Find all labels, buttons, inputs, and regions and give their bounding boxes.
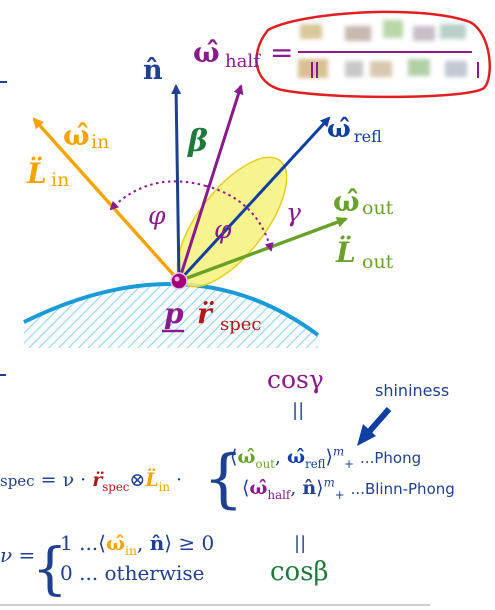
nu-case-1: 1 ...⟨ω̂in, n̂⟩ ≥ 0 <box>60 531 215 558</box>
label-gamma: γ <box>286 198 301 227</box>
eq-prefix-sub: spec <box>0 472 35 490</box>
parallel-top: || <box>292 400 304 421</box>
eq-equals: = ν · <box>34 469 93 491</box>
surface-point <box>170 272 188 290</box>
label-radiance-in-sub: in <box>51 169 69 191</box>
phong-plus: + <box>344 456 354 471</box>
phi-arc-left <box>109 180 207 211</box>
label-radiance-out: L̈ <box>335 236 356 269</box>
label-phi-left: φ <box>148 201 166 230</box>
nu-case1-w: ω̂ <box>105 531 126 555</box>
phong-w2: ω̂ <box>287 446 306 468</box>
phong-w1-sub: out <box>255 456 275 471</box>
label-omega-out-sub: out <box>362 197 394 219</box>
highlight-circle <box>255 10 491 99</box>
cos-gamma: cosγ <box>267 365 324 394</box>
eq-L: L̈ <box>145 469 159 491</box>
equation-blinn: ⟨ω̂half, n̂⟩m+ ...Blinn-Phong <box>242 475 455 502</box>
outgoing-vector <box>178 216 348 283</box>
blinn-m: m <box>323 475 335 490</box>
brace-nu: { <box>32 537 68 602</box>
incident-vector <box>32 117 181 283</box>
nu-case1-value: 1 ... <box>60 531 99 555</box>
phi-arc-right <box>205 185 274 252</box>
label-radiance-in: L̈ <box>26 157 47 190</box>
nu-case1-comma: , <box>136 531 150 555</box>
blinn-label: ...Blinn-Phong <box>350 480 455 498</box>
label-radiance-out-sub: out <box>362 251 394 273</box>
blinn-w1-sub: half <box>267 487 291 502</box>
label-r-spec: r̈ <box>197 297 214 330</box>
label-omega-refl-sub: refl <box>354 127 382 146</box>
eq-otimes: ⊗ <box>129 469 146 491</box>
phong-w2-sub: refl <box>305 456 326 471</box>
label-omega-in: ω̂ <box>63 119 90 152</box>
nu-case2: 0 ... otherwise <box>60 561 205 585</box>
cos-beta: cosβ <box>270 557 329 587</box>
blinn-open: ⟨ <box>242 477 250 499</box>
surface-hatch <box>24 284 318 348</box>
eq-r: r̈ <box>92 469 103 491</box>
label-r-spec-sub: spec <box>220 314 262 335</box>
shininess-label: shininess <box>375 381 449 400</box>
phong-open: ⟨ <box>230 446 238 468</box>
label-omega-half-sub: half <box>225 51 261 72</box>
blinn-w1: ω̂ <box>249 477 268 499</box>
eq-L-sub: in <box>158 479 171 494</box>
phong-label: ...Phong <box>360 449 422 467</box>
nu-symbol: ν = <box>0 543 36 567</box>
equation-phong: ⟨ω̂out, ω̂refl⟩m+ ...Phong <box>230 444 422 471</box>
phong-m: m <box>332 444 345 459</box>
parallel-bottom: || <box>294 533 306 554</box>
phong-w1: ω̂ <box>237 446 256 468</box>
label-normal: n̂ <box>143 55 163 86</box>
brace-main: { <box>203 442 244 516</box>
half-vector <box>177 84 244 282</box>
nu-case1-n: n̂ <box>149 531 165 555</box>
nu-case1-w-sub: in <box>125 543 137 558</box>
eq-r-sub: spec <box>102 479 130 494</box>
nu-label: ν = <box>0 543 35 567</box>
shininess-arrow-head <box>357 424 376 446</box>
label-phi-right: φ <box>214 215 232 244</box>
label-beta: β <box>187 124 208 159</box>
surface-point-highlight <box>174 276 180 282</box>
blinn-plus: + <box>334 487 345 502</box>
reflected-vector <box>177 116 331 283</box>
blinn-close: ⟩ <box>316 477 324 499</box>
blinn-comma: , <box>290 477 303 499</box>
phong-close: ⟩ <box>325 446 333 468</box>
redacted-formula <box>298 20 467 78</box>
nu-case1-open: ⟨ <box>98 531 106 555</box>
label-omega-half: ω̂ <box>193 36 220 69</box>
phong-comma: , <box>274 446 287 468</box>
label-point-p: p <box>164 297 184 330</box>
nu-case1-close: ⟩ ≥ 0 <box>164 531 215 555</box>
label-omega-out: ω̂ <box>333 185 360 218</box>
shininess-arrow-shaft <box>365 407 392 435</box>
normal-vector <box>171 84 182 282</box>
blinn-n: n̂ <box>302 477 317 499</box>
label-omega-refl: ω̂ <box>327 114 351 143</box>
equation-main: spec = ν · r̈spec⊗L̈in · <box>0 469 183 494</box>
eq-dot: · <box>170 469 183 491</box>
nu-case-2: 0 ... otherwise <box>60 561 204 585</box>
label-omega-in-sub: in <box>91 131 109 153</box>
label-equals: = <box>270 36 293 69</box>
